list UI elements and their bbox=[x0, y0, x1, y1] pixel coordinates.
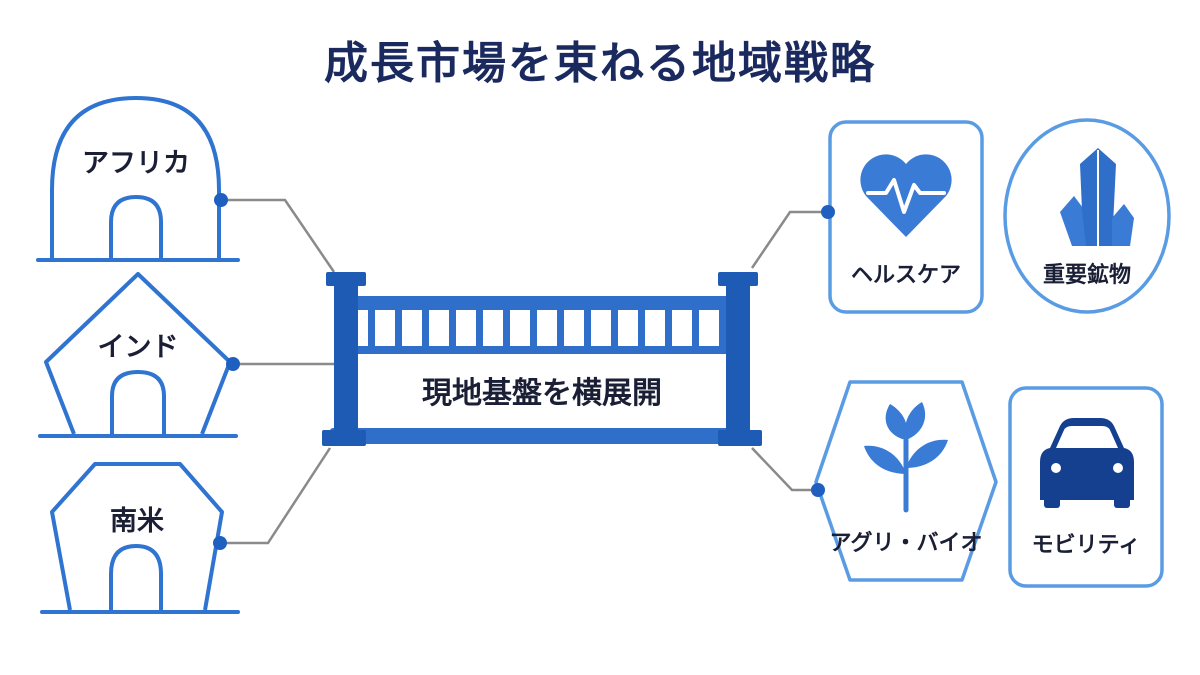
left-connectors bbox=[222, 198, 336, 545]
india-connector-dot bbox=[226, 357, 240, 371]
pulse-line bbox=[866, 178, 946, 214]
region-label-africa: アフリカ bbox=[82, 148, 190, 179]
market-label-mobility: モビリティ bbox=[1032, 533, 1141, 558]
car-window bbox=[1056, 426, 1118, 448]
car-wheel-right bbox=[1114, 496, 1130, 508]
africa-connector-dot bbox=[214, 193, 228, 207]
market-healthcare: ヘルスケア bbox=[821, 120, 984, 314]
bridge-baluster bbox=[665, 310, 672, 346]
south-america-connector-dot bbox=[213, 536, 227, 550]
region-label-india: インド bbox=[98, 332, 179, 363]
bridge-icon: 現地基盤を横展開 bbox=[322, 272, 762, 446]
bridge-baluster bbox=[584, 310, 591, 346]
bridge-baluster bbox=[611, 310, 618, 346]
crystal-icon bbox=[1060, 148, 1134, 246]
region-india: インド bbox=[38, 272, 240, 438]
bridge-right-foot bbox=[718, 430, 762, 446]
bridge-mid-rail bbox=[354, 346, 726, 354]
bridge-right-post bbox=[726, 282, 750, 432]
car-headlight-right bbox=[1113, 463, 1123, 473]
diamond-gate-icon bbox=[44, 272, 232, 435]
bridge-top-rail bbox=[354, 296, 726, 310]
agri-connector-dot bbox=[811, 483, 825, 497]
connector-healthcare bbox=[750, 210, 828, 269]
bridge-baluster bbox=[530, 310, 537, 346]
bridge-bottom-rail bbox=[330, 428, 750, 444]
sprout-leaf-right bbox=[906, 439, 948, 468]
market-agri-bio: アグリ・バイオ bbox=[811, 380, 998, 582]
market-mobility: モビリティ bbox=[1008, 386, 1164, 588]
bridge-baluster bbox=[395, 310, 402, 346]
market-label-agri-bio: アグリ・バイオ bbox=[830, 530, 983, 556]
bridge-baluster bbox=[422, 310, 429, 346]
connector-agri bbox=[751, 447, 818, 492]
bridge-right-post-cap bbox=[718, 272, 758, 286]
right-connectors bbox=[750, 210, 828, 492]
bridge-baluster bbox=[638, 310, 645, 346]
bridge-baluster bbox=[503, 310, 510, 346]
market-critical-minerals: 重要鉱物 bbox=[1003, 118, 1171, 314]
bridge-left-post bbox=[334, 282, 358, 432]
bridge-baluster bbox=[476, 310, 483, 346]
region-label-south-america: 南米 bbox=[110, 506, 164, 537]
bridge-label: 現地基盤を横展開 bbox=[422, 376, 662, 411]
car-headlight-left bbox=[1051, 463, 1061, 473]
bridge-left-foot bbox=[322, 430, 366, 446]
arch-door bbox=[109, 195, 163, 258]
page-title: 成長市場を束ねる地域戦略 bbox=[324, 38, 876, 89]
bridge-baluster bbox=[692, 310, 699, 346]
bridge-balusters bbox=[368, 310, 726, 346]
pentagon-door bbox=[109, 544, 163, 610]
crystal-left bbox=[1060, 196, 1086, 246]
sprout-leaf-top-right bbox=[904, 402, 926, 440]
connector-south-america bbox=[222, 447, 332, 545]
sprout-leaf-left bbox=[864, 445, 906, 474]
region-south-america: 南米 bbox=[40, 462, 240, 614]
market-label-healthcare: ヘルスケア bbox=[851, 263, 961, 288]
bridge-left-post-cap bbox=[326, 272, 366, 286]
diamond-door bbox=[110, 370, 166, 434]
connector-africa bbox=[222, 198, 336, 273]
bridge-baluster bbox=[368, 310, 375, 346]
market-label-critical-minerals: 重要鉱物 bbox=[1043, 262, 1131, 288]
arch-gate-icon bbox=[50, 96, 221, 258]
bridge-baluster bbox=[449, 310, 456, 346]
pentagon-gate-icon bbox=[50, 462, 224, 611]
car-wheel-left bbox=[1044, 496, 1060, 508]
sprout-leaf-top-left bbox=[885, 404, 908, 440]
bridge-baluster bbox=[719, 310, 726, 346]
heart-pulse-icon bbox=[860, 154, 952, 237]
bridge-baluster bbox=[557, 310, 564, 346]
healthcare-connector-dot bbox=[821, 205, 835, 219]
sprout-icon bbox=[864, 402, 948, 513]
crystal-right bbox=[1112, 204, 1134, 246]
region-africa: アフリカ bbox=[36, 96, 240, 262]
car-icon bbox=[1040, 418, 1134, 508]
